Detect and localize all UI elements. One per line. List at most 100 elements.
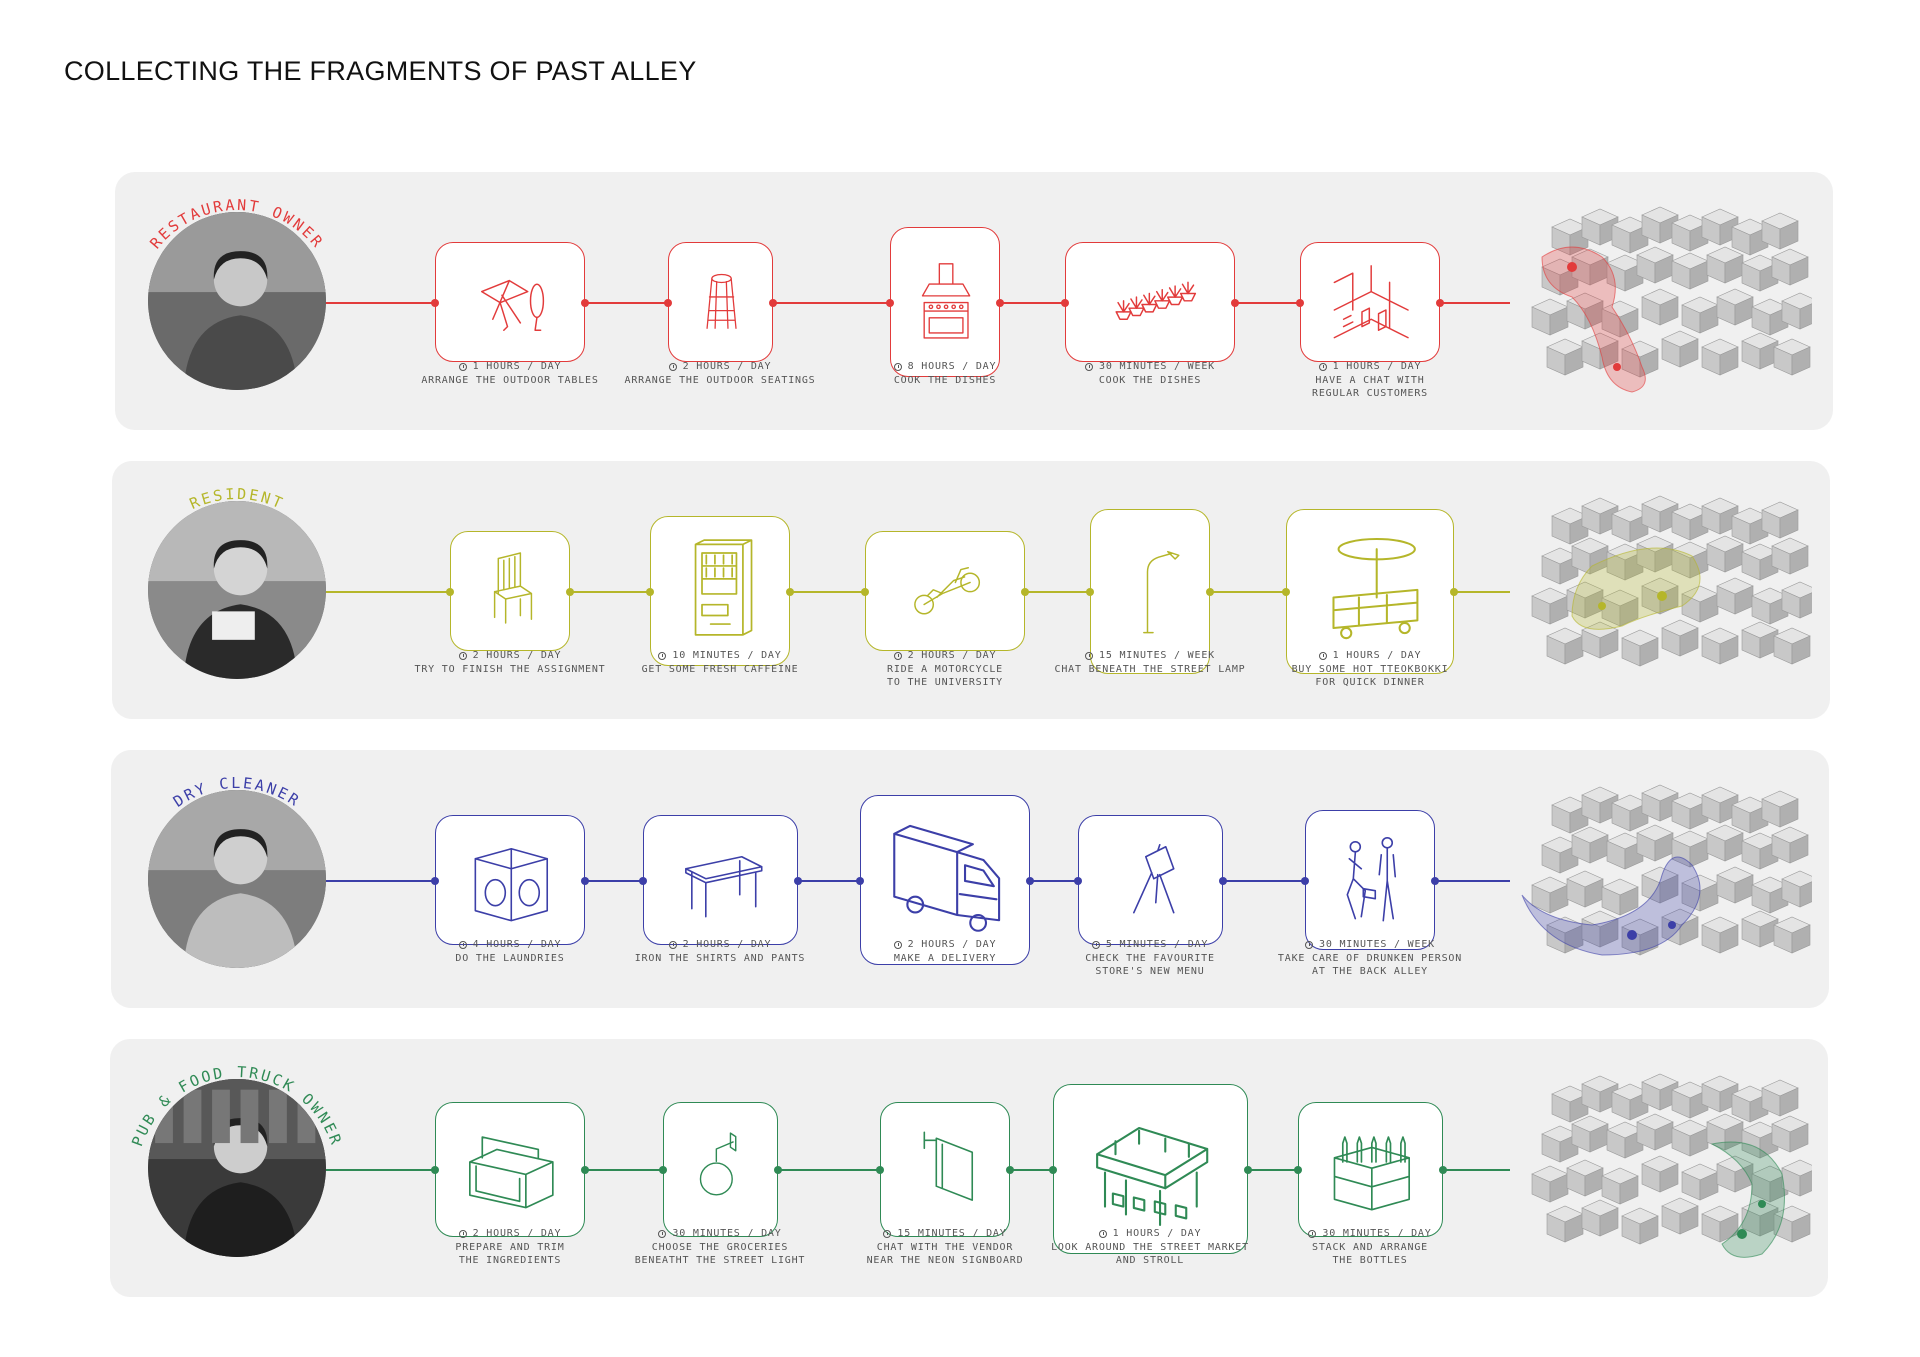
role-label: DRY CLEANER	[170, 774, 302, 811]
activity-duration: 1 HOURS / DAY	[1332, 650, 1422, 661]
activity-card	[1297, 1101, 1443, 1237]
timeline-node	[1086, 588, 1094, 596]
street-scene-icon	[1333, 265, 1409, 339]
clock-icon	[893, 651, 902, 660]
activity-card	[860, 795, 1030, 965]
activity-card	[1305, 810, 1435, 950]
activity-duration: 30 MINUTES / WEEK	[1319, 939, 1435, 950]
activity-card	[667, 242, 773, 362]
activity-card	[435, 242, 585, 362]
timeline-node	[1206, 588, 1214, 596]
activity-card	[662, 1101, 778, 1237]
role-label-arc: RESIDENT	[187, 485, 285, 513]
stool-icon	[705, 273, 737, 329]
role-label: RESIDENT	[187, 485, 285, 513]
activity-description: ARRANGE THE OUTDOOR SEATINGS	[624, 374, 816, 386]
activity-description: GET SOME FRESH CAFFEINE	[641, 663, 799, 675]
activity-duration: 4 HOURS / DAY	[472, 939, 562, 950]
timeline-node	[1436, 299, 1444, 307]
activity-duration: 15 MINUTES / WEEK	[1099, 650, 1215, 661]
activity-description: HAVE A CHAT WITH REGULAR CUSTOMERS	[1312, 374, 1428, 400]
activity-duration: 2 HOURS / DAY	[682, 361, 772, 372]
activity-description: IRON THE SHIRTS AND PANTS	[634, 952, 806, 964]
clock-icon	[1305, 940, 1314, 949]
timeline-node	[1048, 1166, 1057, 1174]
activity-card	[435, 1101, 585, 1237]
timeline-node	[1431, 877, 1439, 885]
clock-icon	[883, 1229, 892, 1238]
timeline-node	[566, 588, 574, 596]
role-label-arc: DRY CLEANER	[170, 774, 302, 811]
activity-card	[1052, 1084, 1248, 1254]
alley-map	[1512, 1064, 1812, 1274]
folding-table-icon	[480, 279, 545, 332]
activity-time: 1 HOURS / DAY	[1035, 1227, 1265, 1241]
activity-card	[880, 1101, 1010, 1237]
portrait-photo	[148, 501, 326, 679]
activity-description: CHAT BENEATH THE STREET LAMP	[1054, 663, 1246, 675]
timeline-node	[1006, 1166, 1014, 1174]
timeline-node	[581, 299, 589, 307]
stove-icon	[921, 263, 971, 339]
timeline-node	[996, 299, 1004, 307]
role-label: RESTAURANT OWNER	[146, 196, 325, 252]
timeline-node	[856, 877, 864, 885]
timeline-node	[446, 588, 454, 596]
activity-duration: 2 HOURS / DAY	[472, 1228, 562, 1239]
role-label: PUB & FOOD TRUCK OWNER	[128, 1063, 343, 1149]
timeline-node	[861, 588, 869, 596]
activity-description: CHOOSE THE GROCERIES BENEATHT THE STREET…	[634, 1241, 806, 1267]
activity-description: RIDE A MOTORCYCLE TO THE UNIVERSITY	[887, 663, 1003, 689]
activity-description: MAKE A DELIVERY	[893, 952, 997, 964]
activity-description: PREPARE AND TRIM THE INGREDIENTS	[455, 1241, 565, 1267]
timeline-node	[793, 877, 802, 885]
role-label-arc: PUB & FOOD TRUCK OWNER	[128, 1063, 343, 1149]
activity-description: ARRANGE THE OUTDOOR TABLES	[421, 374, 599, 386]
activity-time: 30 MINUTES / WEEK	[1255, 938, 1485, 952]
signboard-icon	[923, 1130, 974, 1201]
activity-time: 15 MINUTES / DAY	[830, 1227, 1060, 1241]
activity-time: 30 MINUTES / WEEK	[1035, 360, 1265, 374]
activity-card	[865, 531, 1025, 651]
motorcycle-icon	[914, 566, 981, 615]
timeline-node	[581, 1166, 589, 1174]
timeline-node	[431, 877, 439, 885]
activity-duration: 30 MINUTES / DAY	[1322, 1228, 1432, 1239]
activity-description: CHECK THE FAVOURITE STORE'S NEW MENU	[1085, 952, 1215, 978]
clock-icon	[458, 362, 467, 371]
timeline-node	[431, 299, 439, 307]
activity-time: 15 MINUTES / WEEK	[1035, 649, 1265, 663]
activity-duration: 1 HOURS / DAY	[1112, 1228, 1202, 1239]
timeline-node	[431, 1166, 439, 1174]
activity-card	[642, 815, 798, 945]
activity-duration: 15 MINUTES / DAY	[897, 1228, 1007, 1239]
portrait-photo	[148, 1079, 326, 1257]
activity-card	[1065, 242, 1235, 362]
activity-card	[1300, 242, 1440, 362]
activity-duration: 8 HOURS / DAY	[907, 361, 997, 372]
activity-description: COOK THE DISHES	[893, 374, 997, 386]
truck-icon	[893, 824, 1001, 932]
clock-icon	[893, 940, 902, 949]
timeline-node	[1243, 1166, 1252, 1174]
svg-text:RESTAURANT OWNER: RESTAURANT OWNER	[146, 196, 327, 252]
activity-time: 4 HOURS / DAY	[395, 938, 625, 952]
activity-time: 1 HOURS / DAY	[1255, 649, 1485, 663]
alley-map	[1512, 775, 1812, 985]
timeline-node	[1293, 1166, 1302, 1174]
activity-description: TAKE CARE OF DRUNKEN PERSON AT THE BACK …	[1277, 952, 1463, 978]
timeline-node	[886, 299, 894, 307]
wall-lamp-icon	[699, 1131, 736, 1196]
timeline-node	[1282, 588, 1290, 596]
activity-time: 2 HOURS / DAY	[395, 1227, 625, 1241]
activity-card	[890, 227, 1000, 377]
ironing-table-icon	[684, 855, 763, 918]
clock-icon	[658, 1229, 667, 1238]
activity-caption: 2 HOURS / DAY ARRANGE THE OUTDOOR SEATING…	[605, 360, 835, 387]
